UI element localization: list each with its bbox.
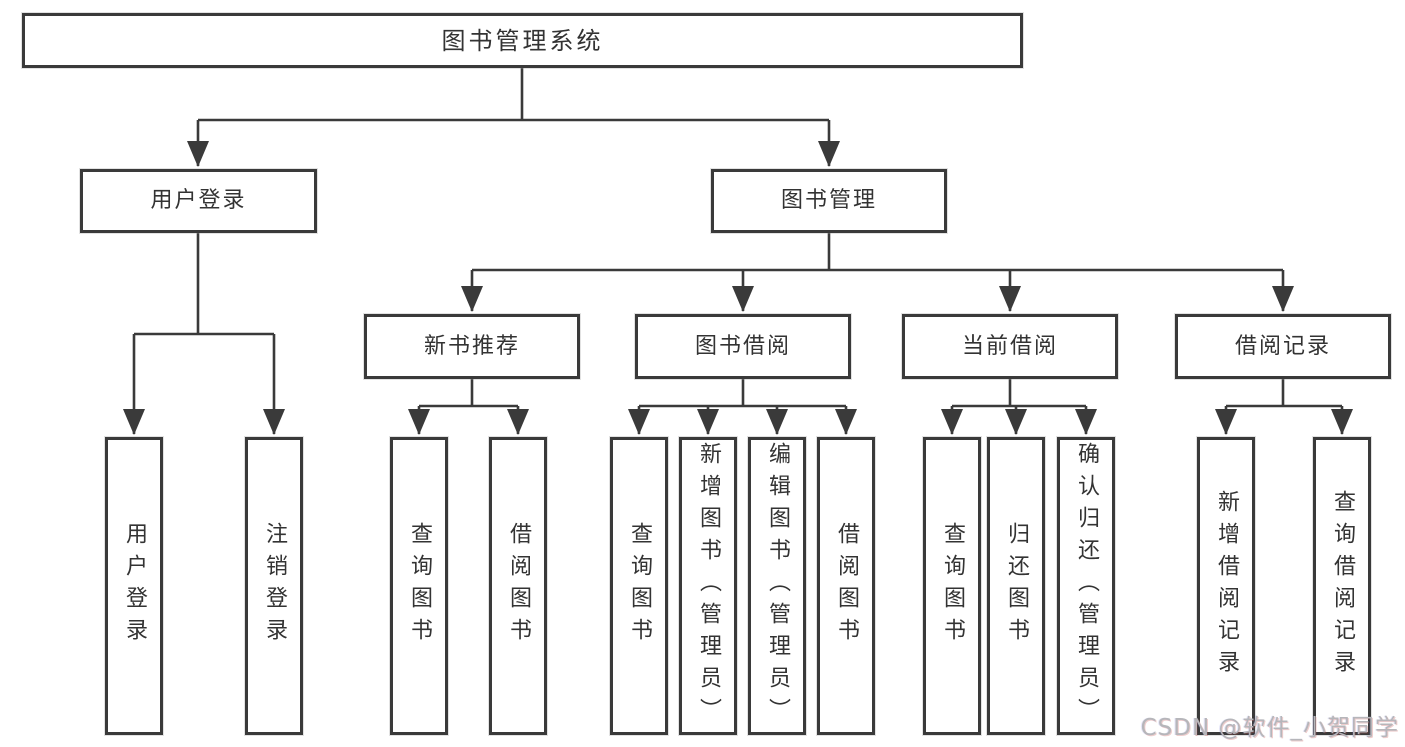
leaf-confirm-return-admin-label: 确认归还（管理员）: [1074, 442, 1099, 730]
leaf-recommend-query-books-label: 查询图书: [407, 522, 432, 650]
leaf-add-books-admin: 新增图书（管理员）: [679, 437, 737, 735]
node-current-borrow-label: 当前借阅: [961, 333, 1058, 359]
leaf-user-login-label: 用户登录: [122, 522, 147, 650]
leaf-add-books-admin-label: 新增图书（管理员）: [696, 442, 721, 730]
leaf-add-borrow-record-label: 新增借阅记录: [1214, 490, 1239, 682]
leaf-query-borrow-record-label: 查询借阅记录: [1330, 490, 1355, 682]
csdn-watermark: CSDN @软件_小贺同学: [1140, 715, 1399, 741]
leaf-logout-label: 注销登录: [262, 522, 287, 650]
node-new-book-recommend: 新书推荐: [364, 314, 580, 379]
book-mgmt-to-level3-connectors: [461, 233, 1294, 312]
node-new-book-recommend-label: 新书推荐: [423, 333, 520, 359]
node-user-login: 用户登录: [80, 169, 317, 233]
node-borrow-record-label: 借阅记录: [1234, 333, 1331, 359]
book-borrow-leaf-connectors: [628, 379, 857, 435]
leaf-current-query-books-label: 查询图书: [940, 522, 965, 650]
leaf-borrow-query-books-label: 查询图书: [627, 522, 652, 650]
node-borrow-record: 借阅记录: [1175, 314, 1391, 379]
node-current-borrow: 当前借阅: [902, 314, 1118, 379]
leaf-borrow-books: 借阅图书: [817, 437, 875, 735]
leaf-user-login: 用户登录: [105, 437, 163, 735]
leaf-confirm-return-admin: 确认归还（管理员）: [1057, 437, 1115, 735]
node-book-management-label: 图书管理: [780, 188, 877, 213]
leaf-query-borrow-record: 查询借阅记录: [1313, 437, 1371, 735]
node-root: 图书管理系统: [22, 13, 1023, 68]
leaf-edit-books-admin: 编辑图书（管理员）: [748, 437, 806, 735]
leaf-borrow-query-books: 查询图书: [610, 437, 668, 735]
new-book-rec-leaf-connectors: [408, 379, 529, 435]
user-login-leaf-connectors: [123, 233, 285, 435]
node-book-borrow: 图书借阅: [635, 314, 851, 379]
root-to-level2-connectors: [187, 68, 840, 167]
node-user-login-label: 用户登录: [150, 188, 247, 213]
leaf-recommend-query-books: 查询图书: [390, 437, 448, 735]
leaf-recommend-borrow-books: 借阅图书: [489, 437, 547, 735]
leaf-borrow-books-label: 借阅图书: [834, 522, 859, 650]
leaf-logout: 注销登录: [245, 437, 303, 735]
leaf-edit-books-admin-label: 编辑图书（管理员）: [765, 442, 790, 730]
leaf-return-books-label: 归还图书: [1004, 522, 1029, 650]
leaf-add-borrow-record: 新增借阅记录: [1197, 437, 1255, 735]
node-book-management: 图书管理: [711, 169, 947, 233]
node-book-borrow-label: 图书借阅: [694, 333, 791, 359]
current-borrow-leaf-connectors: [941, 379, 1097, 435]
leaf-current-query-books: 查询图书: [923, 437, 981, 735]
node-root-label: 图书管理系统: [441, 26, 604, 55]
leaf-recommend-borrow-books-label: 借阅图书: [506, 522, 531, 650]
borrow-record-leaf-connectors: [1215, 379, 1353, 435]
leaf-return-books: 归还图书: [987, 437, 1045, 735]
